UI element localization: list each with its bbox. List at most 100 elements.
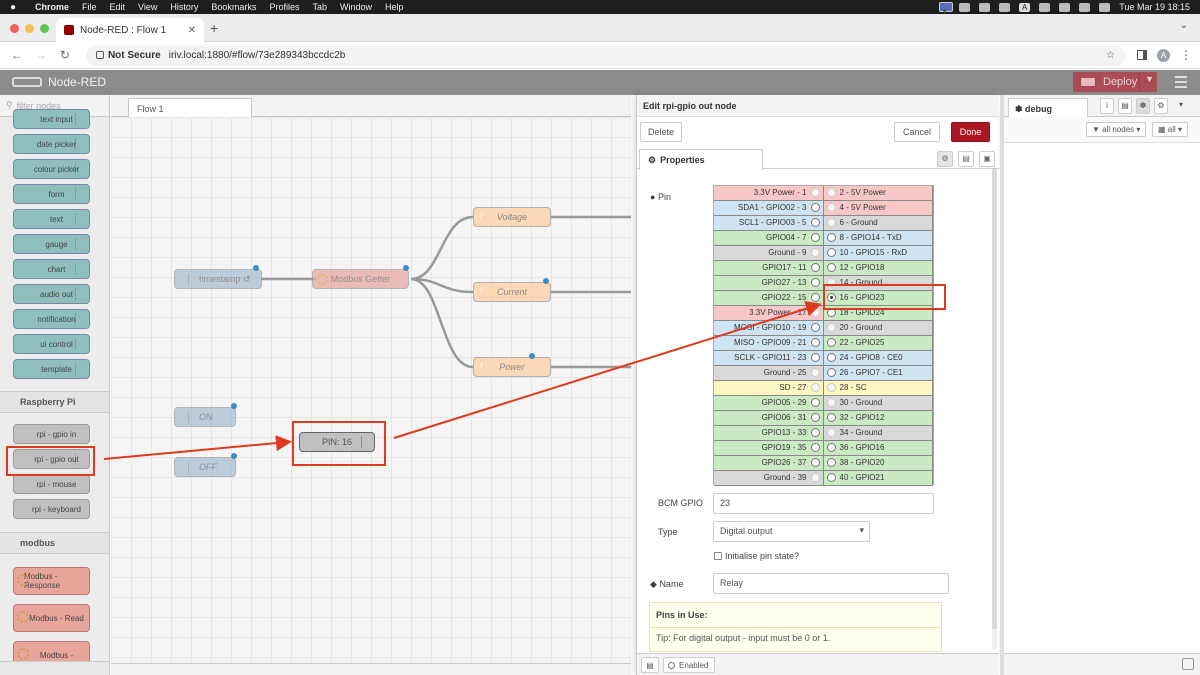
- bluetooth-icon[interactable]: [978, 2, 990, 12]
- enabled-toggle[interactable]: Enabled: [663, 657, 715, 673]
- pin-radio[interactable]: [826, 263, 836, 272]
- initialise-pin-checkbox[interactable]: [714, 552, 722, 560]
- pin-radio[interactable]: [810, 458, 820, 467]
- node-current[interactable]: f Current: [473, 282, 551, 302]
- menu-bookmarks[interactable]: Bookmarks: [211, 2, 257, 12]
- debug-icon[interactable]: ✽: [1136, 98, 1150, 114]
- node-on[interactable]: ON: [174, 407, 236, 427]
- menu-file[interactable]: File: [82, 2, 97, 12]
- profile-avatar[interactable]: A: [1157, 48, 1170, 62]
- pin-radio[interactable]: [826, 443, 836, 452]
- description-icon[interactable]: ▤: [958, 151, 974, 167]
- apple-icon[interactable]: ●: [10, 1, 17, 13]
- input-source-icon[interactable]: A: [1018, 2, 1031, 12]
- pin-radio[interactable]: [810, 293, 820, 302]
- pin-radio[interactable]: [810, 278, 820, 287]
- bcm-gpio-input[interactable]: 23: [713, 493, 934, 514]
- wifi-icon[interactable]: [1059, 2, 1071, 12]
- delete-button[interactable]: Delete: [640, 122, 682, 142]
- palette-node-rpi-mouse[interactable]: rpi - mouse: [13, 474, 90, 494]
- node-modbus-getter[interactable]: Modbus Getter: [312, 269, 409, 289]
- pin-radio[interactable]: [810, 323, 820, 332]
- pin-right-cell[interactable]: 10 - GPIO15 - RxD: [823, 246, 933, 261]
- menu-help[interactable]: Help: [384, 2, 404, 12]
- palette-node-rpi-gpio-in[interactable]: rpi - gpio in: [13, 424, 90, 444]
- name-input[interactable]: Relay: [713, 573, 949, 594]
- node-timestamp[interactable]: timestamp ↺: [174, 269, 262, 289]
- pin-left-cell[interactable]: MOSI - GPIO10 - 19: [714, 321, 824, 336]
- type-select[interactable]: Digital output: [713, 521, 870, 542]
- menu-window[interactable]: Window: [339, 2, 372, 12]
- not-secure-badge[interactable]: Not Secure: [95, 50, 161, 61]
- palette-category-modbus[interactable]: modbus: [0, 532, 109, 554]
- tab-debug[interactable]: ✽ debug: [1008, 98, 1088, 118]
- pin-left-cell[interactable]: GPIO27 - 13: [714, 276, 824, 291]
- menu-edit[interactable]: Edit: [109, 2, 126, 12]
- palette-node-rpi-gpio-out[interactable]: rpi - gpio out: [13, 449, 90, 469]
- pin-left-cell[interactable]: SCL1 - GPIO03 - 5: [714, 216, 824, 231]
- palette-node-modbus-response[interactable]: Modbus - Response: [13, 567, 90, 595]
- deploy-options-icon[interactable]: ▼: [1145, 74, 1154, 84]
- pin-radio[interactable]: [810, 203, 820, 212]
- pin-right-cell[interactable]: 8 - GPIO14 - TxD: [823, 231, 933, 246]
- tab-flow-1[interactable]: Flow 1: [128, 98, 252, 118]
- screen-record-icon[interactable]: [938, 2, 953, 17]
- pin-radio[interactable]: [826, 368, 836, 377]
- pin-left-cell[interactable]: GPIO13 - 33: [714, 426, 824, 441]
- popout-icon[interactable]: [1182, 658, 1194, 670]
- pin-radio[interactable]: [810, 428, 820, 437]
- pin-right-cell[interactable]: 36 - GPIO16: [823, 441, 933, 456]
- forward-icon[interactable]: →: [34, 48, 47, 62]
- palette-node-gauge[interactable]: gauge: [13, 234, 90, 254]
- pin-radio[interactable]: [810, 353, 820, 362]
- pin-radio[interactable]: [826, 233, 836, 242]
- palette-node-colour-picker[interactable]: colour picker: [13, 159, 90, 179]
- browser-menu-icon[interactable]: ⋮: [1180, 48, 1192, 62]
- reload-icon[interactable]: ↻: [59, 48, 70, 62]
- close-tab-icon[interactable]: ✕: [187, 24, 196, 36]
- pin-left-cell[interactable]: GPIO17 - 11: [714, 261, 824, 276]
- menu-history[interactable]: History: [170, 2, 199, 12]
- sidebar-menu-chevron-icon[interactable]: ▾: [1178, 100, 1183, 109]
- status-icon-3[interactable]: [958, 2, 970, 12]
- pin-left-cell[interactable]: MISO - GPIO09 - 21: [714, 336, 824, 351]
- pin-radio[interactable]: [810, 263, 820, 272]
- node-properties-icon[interactable]: ⚙: [937, 151, 953, 167]
- battery-icon[interactable]: [1039, 2, 1051, 12]
- pin-left-cell[interactable]: SCLK - GPIO11 - 23: [714, 351, 824, 366]
- palette-node-notification[interactable]: notification: [13, 309, 90, 329]
- pin-right-cell[interactable]: 32 - GPIO12: [823, 411, 933, 426]
- pin-radio[interactable]: [810, 443, 820, 452]
- search-icon[interactable]: [1099, 2, 1111, 12]
- menu-tab[interactable]: Tab: [312, 2, 327, 12]
- palette-node-ui-control[interactable]: ui control: [13, 334, 90, 354]
- pin-radio[interactable]: [810, 338, 820, 347]
- menu-view[interactable]: View: [138, 2, 158, 12]
- info-icon[interactable]: i: [1100, 98, 1114, 114]
- palette-node-chart[interactable]: chart: [13, 259, 90, 279]
- pin-radio[interactable]: [826, 353, 836, 362]
- pin-radio[interactable]: [810, 398, 820, 407]
- palette-category-raspberry-pi[interactable]: Raspberry Pi: [0, 391, 109, 413]
- browser-tab[interactable]: Node-RED : Flow 1 ✕: [56, 18, 204, 42]
- pin-right-cell[interactable]: 38 - GPIO20: [823, 456, 933, 471]
- pin-radio[interactable]: [810, 233, 820, 242]
- pin-left-cell[interactable]: GPIO19 - 35: [714, 441, 824, 456]
- node-off[interactable]: OFF: [174, 457, 236, 477]
- pin-left-cell[interactable]: GPIO26 - 37: [714, 456, 824, 471]
- pin-radio[interactable]: [826, 248, 836, 257]
- pin-right-cell[interactable]: 40 - GPIO21: [823, 471, 933, 486]
- tray-scrollbar[interactable]: [992, 169, 997, 649]
- close-window-icon[interactable]: [10, 24, 19, 33]
- config-gear-icon[interactable]: ⚙: [1154, 98, 1168, 114]
- palette-node-date-picker[interactable]: date picker: [13, 134, 90, 154]
- palette-node-text-input[interactable]: text input: [13, 109, 90, 129]
- node-voltage[interactable]: f Voltage: [473, 207, 551, 227]
- tab-properties[interactable]: ⚙Properties: [639, 149, 763, 170]
- palette-node-rpi-keyboard[interactable]: rpi - keyboard: [13, 499, 90, 519]
- pin-right-cell[interactable]: 24 - GPIO8 - CE0: [823, 351, 933, 366]
- back-icon[interactable]: ←: [10, 48, 23, 62]
- pin-right-cell[interactable]: 26 - GPIO7 - CE1: [823, 366, 933, 381]
- bookmark-star-icon[interactable]: ☆: [1106, 49, 1115, 61]
- zoom-window-icon[interactable]: [40, 24, 49, 33]
